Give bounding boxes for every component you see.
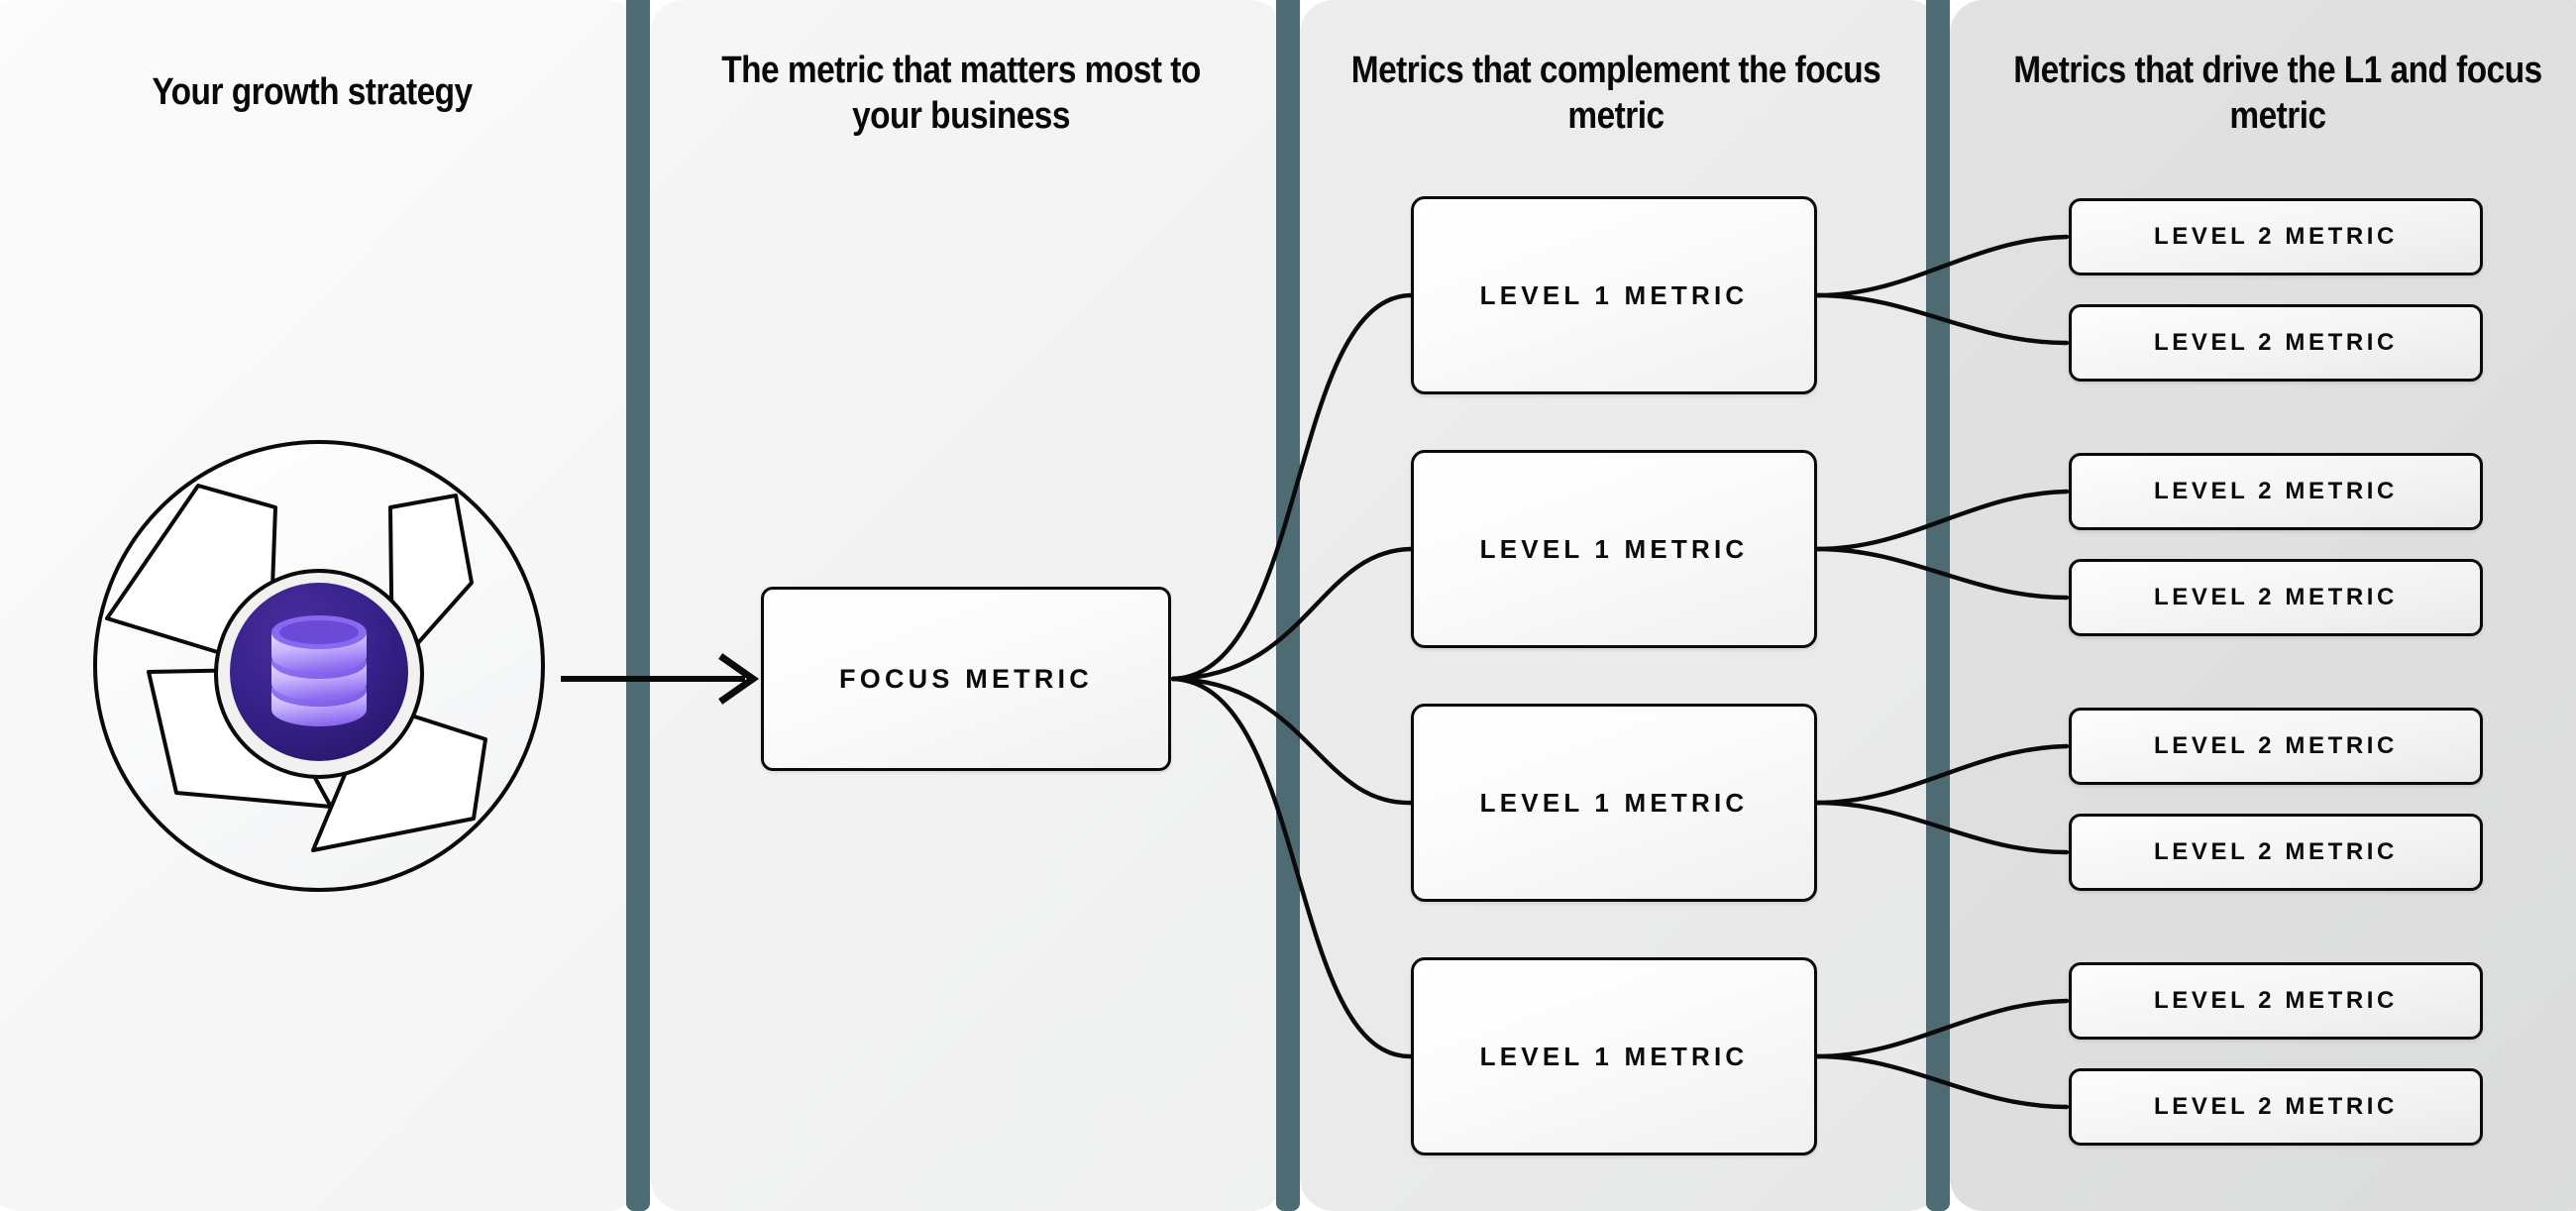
column-heading-strategy: Your growth strategy [152, 71, 473, 113]
column-heading-level2: Metrics that drive the L1 and focus metr… [2013, 50, 2542, 138]
level2-metric-label: LEVEL 2 METRIC [2154, 838, 2398, 865]
column-heading-level1: Metrics that complement the focus metric [1350, 50, 1881, 138]
level2-metric-node[interactable]: LEVEL 2 METRIC [2069, 814, 2483, 891]
focus-metric-node[interactable]: FOCUS METRIC [761, 587, 1171, 771]
level2-metric-label: LEVEL 2 METRIC [2154, 1093, 2398, 1120]
level2-metric-label: LEVEL 2 METRIC [2154, 987, 2398, 1014]
focus-metric-label: FOCUS METRIC [839, 663, 1093, 694]
level2-metric-node[interactable]: LEVEL 2 METRIC [2069, 453, 2483, 530]
level2-metric-label: LEVEL 2 METRIC [2154, 732, 2398, 759]
level1-metric-label: LEVEL 1 METRIC [1479, 787, 1749, 818]
level1-metric-label: LEVEL 1 METRIC [1479, 533, 1749, 564]
column-divider-1 [626, 0, 650, 1211]
level1-metric-node[interactable]: LEVEL 1 METRIC [1411, 957, 1817, 1156]
level1-metric-node[interactable]: LEVEL 1 METRIC [1411, 704, 1817, 902]
database-icon [271, 615, 367, 726]
level1-metric-label: LEVEL 1 METRIC [1479, 279, 1749, 310]
level2-metric-node[interactable]: LEVEL 2 METRIC [2069, 559, 2483, 636]
level1-metric-node[interactable]: LEVEL 1 METRIC [1411, 196, 1817, 394]
level1-metric-label: LEVEL 1 METRIC [1479, 1041, 1749, 1071]
level2-metric-label: LEVEL 2 METRIC [2154, 223, 2398, 250]
column-divider-2 [1276, 0, 1300, 1211]
column-heading-focus: The metric that matters most to your bus… [721, 50, 1201, 138]
level2-metric-node[interactable]: LEVEL 2 METRIC [2069, 708, 2483, 785]
level2-metric-node[interactable]: LEVEL 2 METRIC [2069, 198, 2483, 275]
level2-metric-node[interactable]: LEVEL 2 METRIC [2069, 304, 2483, 382]
level2-metric-label: LEVEL 2 METRIC [2154, 329, 2398, 356]
level2-metric-node[interactable]: LEVEL 2 METRIC [2069, 1068, 2483, 1146]
growth-strategy-wheel [93, 440, 545, 892]
column-divider-3 [1926, 0, 1950, 1211]
level2-metric-label: LEVEL 2 METRIC [2154, 478, 2398, 504]
level1-metric-node[interactable]: LEVEL 1 METRIC [1411, 450, 1817, 648]
level2-metric-node[interactable]: LEVEL 2 METRIC [2069, 962, 2483, 1040]
level2-metric-label: LEVEL 2 METRIC [2154, 584, 2398, 610]
